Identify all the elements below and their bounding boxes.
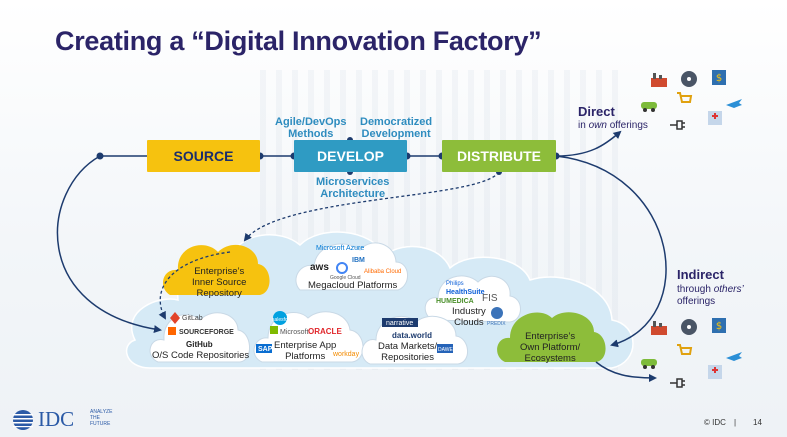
azure-logo: Microsoft Azure bbox=[316, 245, 365, 252]
factory-icon bbox=[651, 321, 667, 335]
bank-icon: $ bbox=[712, 70, 726, 85]
plug-icon bbox=[670, 378, 685, 388]
shopping-cart-icon bbox=[677, 92, 693, 103]
plug-icon bbox=[670, 120, 685, 130]
source-box: SOURCE bbox=[147, 140, 260, 172]
idc-wordmark: IDC bbox=[38, 407, 75, 431]
workday-logo: workday bbox=[333, 351, 360, 358]
oracle-logo: ORACLE bbox=[308, 327, 342, 336]
svg-text:$: $ bbox=[716, 321, 722, 332]
airplane-icon bbox=[726, 99, 742, 108]
salesforce-logo: salesforce bbox=[272, 317, 295, 323]
fis-logo: FIS bbox=[482, 293, 498, 304]
ge-icon bbox=[491, 307, 503, 319]
ibm-logo: IBM bbox=[352, 257, 365, 264]
indirect-title: Indirect bbox=[677, 267, 724, 282]
google-cloud-logo: Google Cloud bbox=[330, 275, 361, 281]
direct-title: Direct bbox=[578, 104, 615, 119]
copyright: © IDC bbox=[704, 418, 726, 427]
factory-icon bbox=[651, 73, 667, 87]
megacloud-caption: Megacloud Platforms bbox=[308, 280, 398, 291]
dawex-icon bbox=[437, 344, 453, 353]
gitlab-logo: GitLab bbox=[182, 315, 203, 322]
slide-title: Creating a “Digital Innovation Factory” bbox=[55, 26, 542, 56]
philips-logo: Philips bbox=[446, 281, 464, 287]
sap-logo: SAP bbox=[258, 346, 273, 353]
indirect-subtitle: through others’ offerings bbox=[677, 284, 744, 307]
airplane-icon bbox=[726, 352, 742, 361]
svg-text:$: $ bbox=[716, 73, 722, 84]
dawex-logo: DAWEX bbox=[438, 347, 457, 353]
microsoft-logo: Microsoft bbox=[280, 329, 309, 336]
own-platform-bubble bbox=[497, 312, 606, 362]
dataworld-logo: data.world bbox=[392, 331, 433, 340]
car-icon bbox=[641, 359, 657, 369]
sourceforge-icon bbox=[168, 327, 176, 335]
film-reel-icon bbox=[681, 319, 697, 335]
sap-icon bbox=[256, 344, 272, 353]
humedica-logo: HUMEDICA bbox=[436, 298, 474, 305]
idc-globe-icon bbox=[13, 410, 33, 430]
healthsuite-logo: HealthSuite bbox=[446, 289, 485, 296]
salesforce-icon bbox=[273, 311, 287, 325]
microsoft-icon bbox=[270, 326, 278, 334]
inner-source-bubble bbox=[163, 244, 270, 295]
alibaba-logo: Alibaba Cloud bbox=[364, 269, 402, 275]
google-cloud-icon bbox=[336, 262, 348, 274]
footer-separator: | bbox=[734, 418, 737, 427]
develop-box: DEVELOP bbox=[294, 140, 407, 172]
gitlab-icon bbox=[170, 312, 180, 324]
data-markets-caption: Data Markets/Repositories bbox=[378, 341, 438, 363]
bank-icon: $ bbox=[712, 318, 726, 333]
os-repos-caption: O/S Code Repositories bbox=[152, 350, 250, 361]
film-reel-icon bbox=[681, 71, 697, 87]
shopping-cart-icon bbox=[677, 344, 693, 355]
predix-logo: PREDIX bbox=[487, 321, 506, 327]
car-icon bbox=[641, 102, 657, 112]
direct-subtitle: in own offerings bbox=[578, 120, 648, 131]
narrative-logo: narrative bbox=[386, 320, 414, 327]
page-number: 14 bbox=[753, 418, 762, 427]
sourceforge-logo: SOURCEFORGE bbox=[179, 329, 234, 336]
megacloud-bubble bbox=[295, 242, 408, 291]
github-logo: GitHub bbox=[186, 340, 213, 349]
narrative-icon bbox=[382, 318, 418, 327]
hospital-icon bbox=[708, 365, 722, 379]
os-bubble bbox=[149, 312, 250, 363]
distribute-box: DISTRIBUTE bbox=[442, 140, 556, 172]
aws-logo: aws bbox=[310, 262, 329, 273]
hospital-icon bbox=[708, 111, 722, 125]
